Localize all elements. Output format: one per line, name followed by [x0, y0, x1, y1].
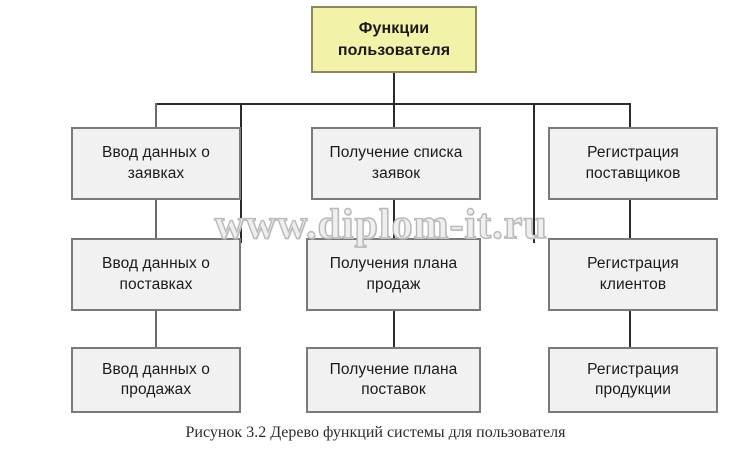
- node-root[interactable]: Функции пользователя: [311, 6, 477, 73]
- connector-middle-row1-row2: [393, 200, 395, 238]
- node-middle-row1-label: Получение списка заявок: [329, 144, 463, 182]
- node-right-row2-label: Регистрация клиентов: [587, 255, 679, 293]
- node-middle-row2[interactable]: Получения плана продаж: [306, 238, 481, 311]
- node-left-row2-label: Ввод данных о поставках: [102, 255, 210, 293]
- node-right-row1[interactable]: Регистрация поставщиков: [548, 127, 718, 200]
- rail-middle-column: [533, 103, 535, 243]
- node-right-row1-label: Регистрация поставщиков: [585, 144, 681, 182]
- node-right-row3-label: Регистрация продукции: [587, 360, 679, 398]
- connector-right-column-drop: [629, 103, 631, 128]
- connector-left-row2-row3: [155, 311, 157, 347]
- figure-caption: Рисунок 3.2 Дерево функций системы для п…: [185, 424, 566, 441]
- node-left-row1[interactable]: Ввод данных о заявках: [71, 127, 241, 200]
- node-right-row3[interactable]: Регистрация продукции: [548, 347, 718, 413]
- connector-left-row1-row2: [155, 200, 157, 238]
- connector-root-stem: [393, 73, 395, 105]
- connector-right-extension: [533, 103, 631, 105]
- node-middle-row2-label: Получения плана продаж: [329, 255, 458, 293]
- node-middle-row3[interactable]: Получение плана поставок: [306, 347, 481, 413]
- node-root-label: Функции пользователя: [337, 20, 451, 59]
- node-left-row3-label: Ввод данных о продажах: [102, 360, 210, 398]
- connector-middle-drop: [393, 103, 395, 128]
- connector-distributor-bar: [155, 103, 535, 105]
- connector-left-row2-stub: [155, 213, 157, 215]
- node-middle-row1[interactable]: Получение списка заявок: [311, 127, 481, 200]
- connector-middle-row2-row3: [393, 311, 395, 347]
- node-middle-row3-label: Получение плана поставок: [329, 360, 458, 398]
- node-right-row2[interactable]: Регистрация клиентов: [548, 238, 718, 311]
- node-left-row1-label: Ввод данных о заявках: [102, 144, 210, 182]
- connector-right-row2-row3: [629, 311, 631, 347]
- node-left-row3[interactable]: Ввод данных о продажах: [71, 347, 241, 413]
- connector-left-drop: [155, 103, 157, 128]
- node-left-row2[interactable]: Ввод данных о поставках: [71, 238, 241, 311]
- rail-left-column: [240, 103, 242, 243]
- connector-right-row1-row2: [629, 200, 631, 238]
